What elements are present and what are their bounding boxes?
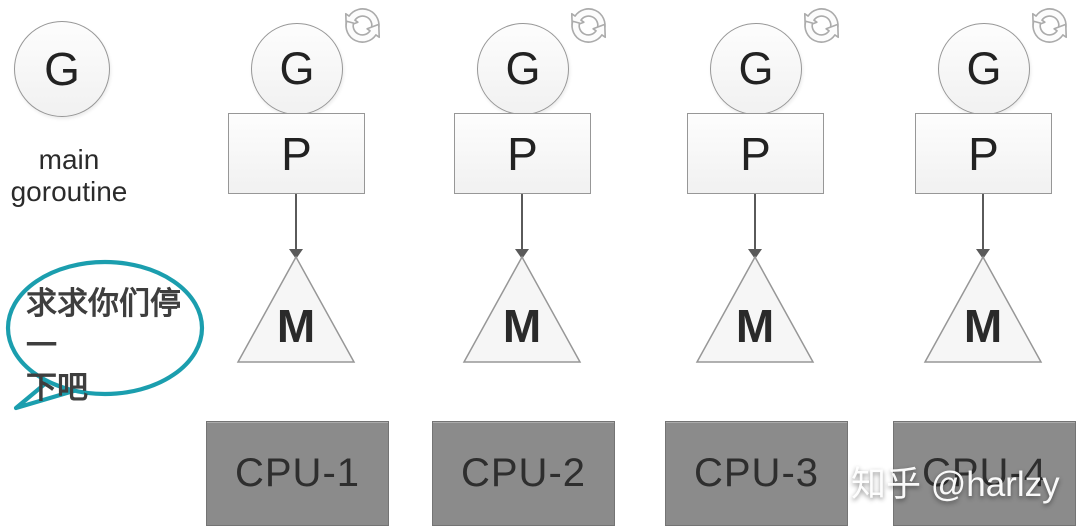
cpu-label: CPU-4 [921, 451, 1048, 495]
goroutine-circle: G [477, 23, 569, 115]
speech-bubble-text-line2: 下吧 [26, 370, 88, 405]
p-to-m-connector [295, 194, 297, 251]
main-goroutine-circle: G [14, 21, 110, 117]
cpu-label: CPU-3 [693, 451, 820, 495]
speech-bubble [5, 259, 205, 411]
machine-letter: M [735, 300, 775, 352]
processor-letter: P [968, 127, 999, 180]
goroutine-circle: G [938, 23, 1030, 115]
scheduler-column-2: G P M CPU-2 [432, 0, 615, 531]
scheduler-column-3: G P M CPU-3 [665, 0, 848, 531]
p-to-m-connector [754, 194, 756, 251]
goroutine-letter: G [738, 43, 774, 94]
main-goroutine-letter: G [44, 43, 80, 95]
processor-rect: P [687, 113, 824, 194]
refresh-cycle-icon [570, 8, 607, 43]
cpu-box: CPU-2 [432, 421, 615, 526]
processor-rect: P [915, 113, 1052, 194]
main-goroutine-label-line2: goroutine [10, 176, 128, 207]
machine-letter: M [276, 300, 316, 352]
processor-letter: P [281, 127, 312, 180]
machine-letter: M [502, 300, 542, 352]
goroutine-letter: G [279, 43, 315, 94]
p-to-m-connector [521, 194, 523, 251]
refresh-cycle-icon [1031, 8, 1068, 43]
scheduler-column-1: G P M CPU-1 [206, 0, 389, 531]
zhihu-watermark: 知乎 @harlzy [851, 465, 1060, 504]
cpu-box: CPU-4 [893, 421, 1076, 526]
machine-letter: M [963, 300, 1003, 352]
main-goroutine-label: main goroutine [0, 144, 138, 208]
cpu-box: CPU-3 [665, 421, 848, 526]
machine-triangle [695, 255, 815, 363]
machine-triangle [236, 255, 356, 363]
refresh-cycle-icon [344, 8, 381, 43]
scheduler-column-4: G P M CPU-4 [893, 0, 1076, 531]
arrowhead-icon [515, 249, 529, 259]
machine-triangle [462, 255, 582, 363]
speech-bubble-text: 求求你们停一 下吧 [26, 283, 206, 409]
machine-triangle [923, 255, 1043, 363]
speech-bubble-ellipse [5, 259, 205, 397]
cpu-label: CPU-2 [460, 451, 587, 495]
arrowhead-icon [289, 249, 303, 259]
processor-letter: P [740, 127, 771, 180]
processor-rect: P [454, 113, 591, 194]
speech-bubble-text-line1: 求求你们停一 [26, 286, 181, 363]
main-goroutine-label-line1: main [38, 144, 100, 175]
goroutine-letter: G [966, 43, 1002, 94]
processor-letter: P [507, 127, 538, 180]
cpu-box: CPU-1 [206, 421, 389, 526]
goroutine-circle: G [251, 23, 343, 115]
processor-rect: P [228, 113, 365, 194]
arrowhead-icon [976, 249, 990, 259]
refresh-cycle-icon [803, 8, 840, 43]
arrowhead-icon [748, 249, 762, 259]
p-to-m-connector [982, 194, 984, 251]
goroutine-circle: G [710, 23, 802, 115]
goroutine-letter: G [505, 43, 541, 94]
cpu-label: CPU-1 [234, 451, 361, 495]
